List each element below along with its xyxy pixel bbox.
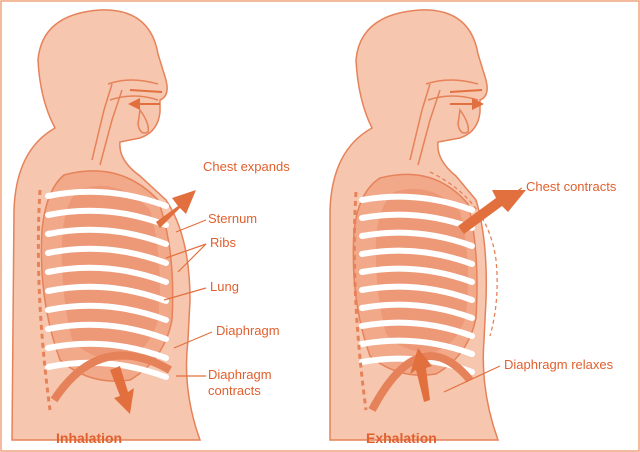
label-chest-contracts: Chest contracts [526,180,616,194]
caption-exhalation: Exhalation [366,430,437,446]
label-diaphragm: Diaphragm [216,324,280,338]
label-diaphragm-relaxes: Diaphragm relaxes [504,358,613,372]
label-diaphragm-contracts-line2: contracts [208,384,261,398]
label-lung: Lung [210,280,239,294]
label-ribs: Ribs [210,236,236,250]
label-diaphragm-contracts-line1: Diaphragm [208,368,272,382]
label-chest-expands: Chest expands [203,160,290,174]
label-sternum: Sternum [208,212,257,226]
exhalation-figure [330,10,526,440]
inhalation-figure [12,10,212,440]
caption-inhalation: Inhalation [56,430,122,446]
